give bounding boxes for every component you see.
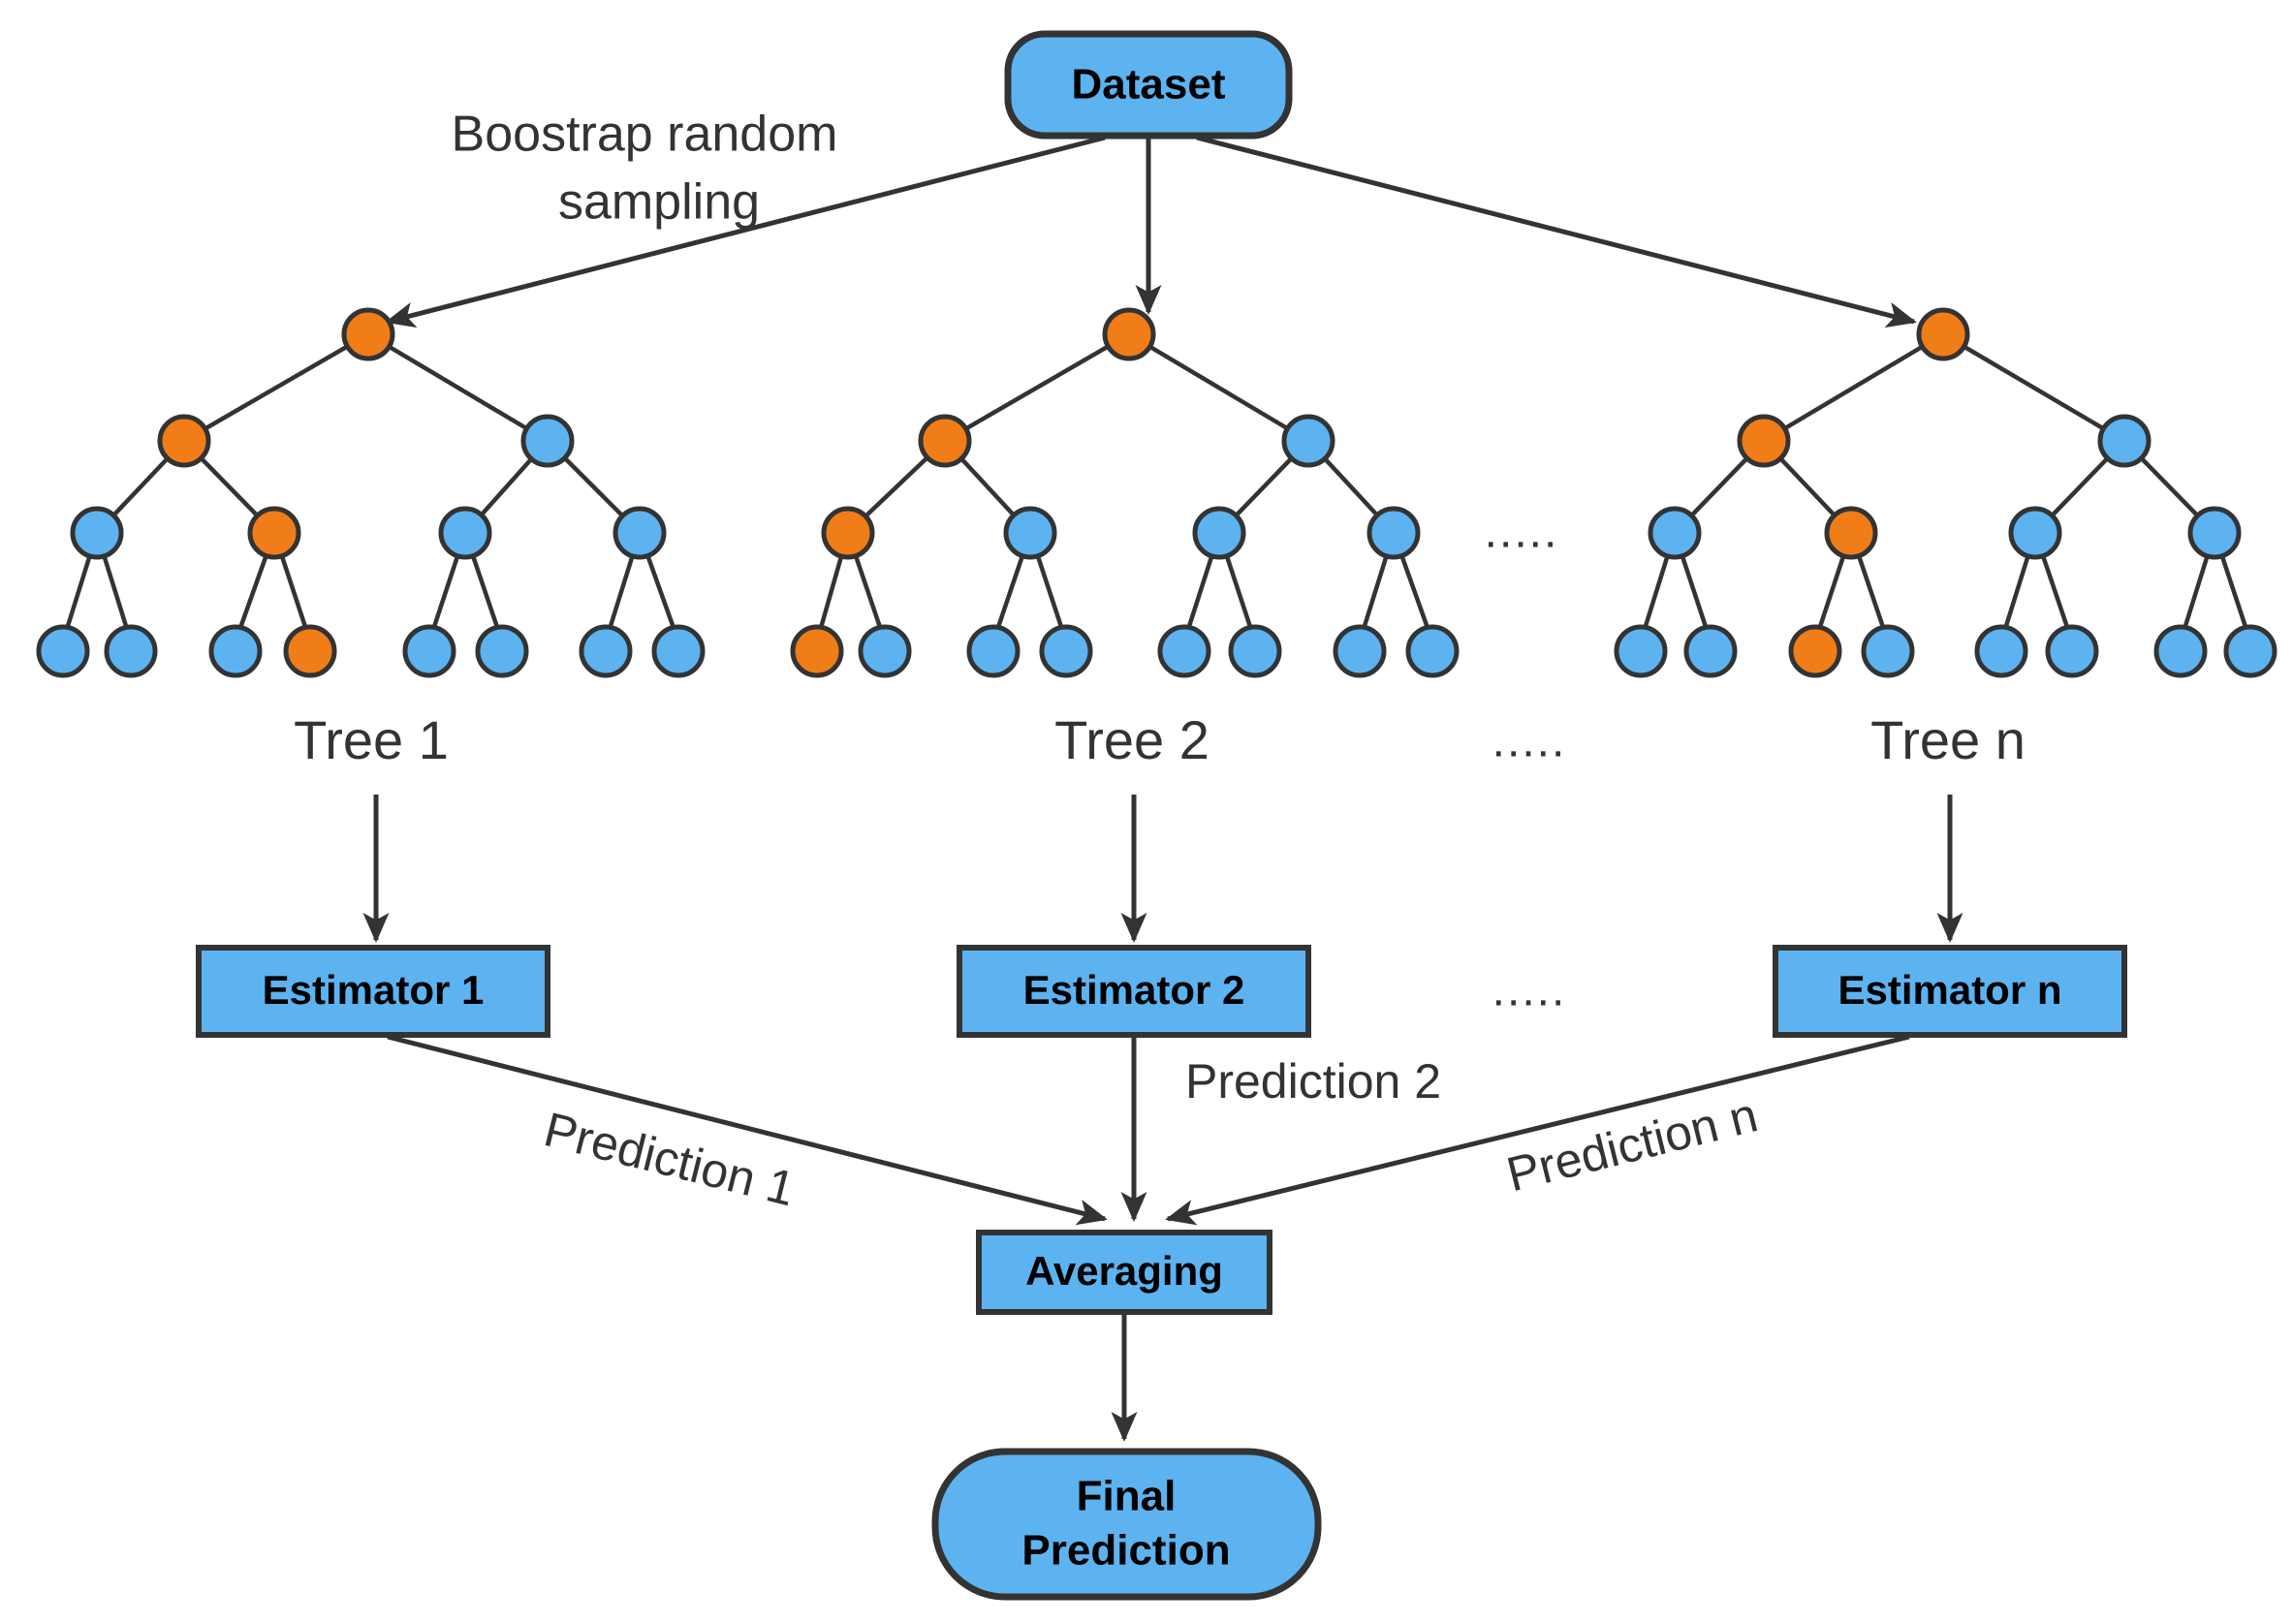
treen-l3-node-1[interactable]: [1824, 506, 1878, 560]
tree2-l3-node-3[interactable]: [1366, 506, 1421, 560]
tree1-leaf-2[interactable]: [208, 624, 263, 678]
tree1-leaf-7[interactable]: [651, 624, 706, 678]
tree1-l3-node-1[interactable]: [247, 506, 301, 560]
treen-l2-node-1[interactable]: [2097, 414, 2152, 468]
prediction-2-label: Prediction 2: [1185, 1054, 1441, 1109]
averaging-node[interactable]: Averaging: [976, 1230, 1272, 1315]
treen-leaf-3[interactable]: [1861, 624, 1915, 678]
tree2-leaf-6[interactable]: [1333, 624, 1387, 678]
tree1-root-node[interactable]: [341, 307, 395, 361]
tree2-l3-node-0[interactable]: [821, 506, 875, 560]
treen-leaf-1[interactable]: [1683, 624, 1738, 678]
treen-l3-node-0[interactable]: [1648, 506, 1702, 560]
dataset-label: Dataset: [1072, 61, 1226, 109]
tree1-edge-r-l: [182, 332, 370, 443]
tree2-l3-node-2[interactable]: [1192, 506, 1246, 560]
tree2-edge-r-l: [943, 332, 1131, 443]
tree1-l2-node-1[interactable]: [520, 414, 575, 468]
tree2-leaf-3[interactable]: [1039, 624, 1093, 678]
treen-l2-node-0[interactable]: [1737, 414, 1791, 468]
tree1-leaf-0[interactable]: [36, 624, 90, 678]
treen-leaf-0[interactable]: [1614, 624, 1668, 678]
arrow-dataset-to-treen: [1196, 135, 1917, 328]
bootstrap-label-line2: sampling: [558, 174, 760, 231]
estimator-n-node[interactable]: Estimator n: [1773, 945, 2127, 1038]
final-prediction-shape: [931, 1448, 1322, 1601]
final-prediction-label-line2: Prediction: [1021, 1527, 1230, 1575]
tree2-leaf-7[interactable]: [1405, 624, 1460, 678]
tree-2-group: [790, 307, 1460, 678]
tree-n-label: Tree n: [1870, 709, 2026, 770]
tree2-leaf-1[interactable]: [858, 624, 912, 678]
tree2-l2-node-1[interactable]: [1281, 414, 1335, 468]
estimator-n-label: Estimator n: [1838, 967, 2061, 1013]
tree1-l3-node-3[interactable]: [613, 506, 667, 560]
estimators-ellipsis: .....: [1492, 965, 1567, 1016]
tree1-leaf-1[interactable]: [104, 624, 158, 678]
tree2-leaf-4[interactable]: [1157, 624, 1211, 678]
tree-1-group: [36, 307, 706, 678]
tree2-leaf-0[interactable]: [790, 624, 844, 678]
bootstrap-sampling-label: Boostrap random sampling: [452, 107, 838, 231]
tree2-root-node[interactable]: [1102, 307, 1156, 361]
arrow-estimator1-to-averaging: [387, 1034, 1108, 1226]
estimator-1-shape: [196, 945, 550, 1038]
treen-leaf-4[interactable]: [1974, 624, 2028, 678]
tree1-l3-node-0[interactable]: [70, 506, 124, 560]
tree-labels-ellipsis: .....: [1492, 716, 1567, 767]
estimator-n-shape: [1773, 945, 2127, 1038]
tree-n-group: [1614, 307, 2277, 678]
estimator-2-label: Estimator 2: [1023, 967, 1245, 1013]
estimator-2-node[interactable]: Estimator 2: [957, 945, 1311, 1038]
tree2-edge-r-r: [1127, 332, 1310, 443]
arrow-dataset-to-tree1: [385, 135, 1106, 328]
treen-leaf-7[interactable]: [2223, 624, 2277, 678]
tree-2-label: Tree 2: [1054, 709, 1209, 770]
tree1-leaf-3[interactable]: [283, 624, 337, 678]
averaging-shape: [976, 1230, 1272, 1315]
treen-leaf-6[interactable]: [2153, 624, 2208, 678]
tree2-leaf-5[interactable]: [1228, 624, 1282, 678]
treen-edge-r-l: [1762, 332, 1945, 443]
estimator-1-label: Estimator 1: [263, 967, 485, 1013]
tree1-leaf-4[interactable]: [402, 624, 456, 678]
bootstrap-label-line1: Boostrap random: [452, 107, 838, 163]
estimator-1-node[interactable]: Estimator 1: [196, 945, 550, 1038]
dataset-shape: [1004, 30, 1293, 140]
treen-root-node[interactable]: [1916, 307, 1970, 361]
treen-edge-r-r: [1941, 332, 2126, 443]
treen-leaf-2[interactable]: [1788, 624, 1842, 678]
tree2-l3-node-1[interactable]: [1003, 506, 1057, 560]
tree2-leaf-2[interactable]: [966, 624, 1021, 678]
tree1-leaf-6[interactable]: [579, 624, 633, 678]
averaging-label: Averaging: [1025, 1248, 1223, 1294]
prediction-1-label: Prediction 1: [539, 1102, 801, 1216]
tree-1-label: Tree 1: [294, 709, 449, 770]
tree2-l2-node-0[interactable]: [918, 414, 972, 468]
tree1-l2-node-0[interactable]: [157, 414, 211, 468]
treen-l3-node-2[interactable]: [2008, 506, 2062, 560]
final-prediction-label-line1: Final: [1077, 1473, 1177, 1520]
final-prediction-node[interactable]: Final Prediction: [931, 1448, 1322, 1601]
tree1-edge-r-r: [366, 332, 550, 443]
tree1-l3-node-2[interactable]: [438, 506, 492, 560]
treen-leaf-5[interactable]: [2045, 624, 2099, 678]
estimator-2-shape: [957, 945, 1311, 1038]
dataset-node[interactable]: Dataset: [1004, 30, 1293, 140]
treen-l3-node-3[interactable]: [2187, 506, 2242, 560]
tree1-leaf-5[interactable]: [475, 624, 529, 678]
trees-ellipsis: .....: [1485, 507, 1559, 558]
arrow-estimatorn-to-averaging: [1165, 1034, 1910, 1226]
